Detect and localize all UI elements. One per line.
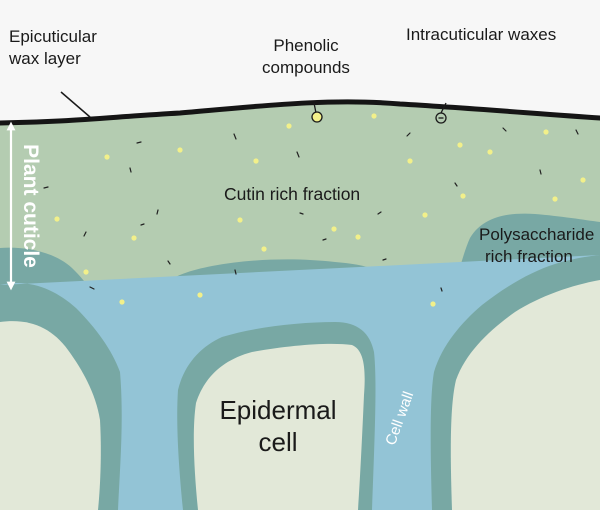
label-cutin-rich-fraction: Cutin rich fraction xyxy=(224,184,360,204)
label-polysaccharide-line2: rich fraction xyxy=(485,247,573,266)
label-epidermal-line1: Epidermal xyxy=(219,395,336,425)
epidermal-cell-right xyxy=(450,280,600,510)
label-epicuticular-line1: Epicuticular xyxy=(9,27,97,46)
label-epicuticular-line2: wax layer xyxy=(8,49,81,68)
epicuticular-wax-layer xyxy=(0,99,600,126)
label-plant-cuticle: Plant cuticle xyxy=(19,144,42,268)
phenolic-marker xyxy=(311,102,323,123)
intracuticular-wax-marker xyxy=(435,102,447,124)
label-phenolic-line2: compounds xyxy=(262,58,350,77)
label-polysaccharide-line1: Polysaccharide xyxy=(479,225,594,244)
phenolic-compound-dots xyxy=(54,113,586,307)
cell-wall xyxy=(0,255,600,510)
label-epidermal-line2: cell xyxy=(258,427,297,457)
label-intracuticular-waxes: Intracuticular waxes xyxy=(406,25,556,44)
epidermal-cell-middle xyxy=(193,343,365,510)
epicuticular-leader-line xyxy=(60,91,91,118)
yellow-circle-icon xyxy=(311,111,323,123)
intracuticular-wax-dashes xyxy=(43,127,579,292)
label-phenolic-line1: Phenolic xyxy=(273,36,339,55)
epidermal-cell-left xyxy=(0,321,101,510)
